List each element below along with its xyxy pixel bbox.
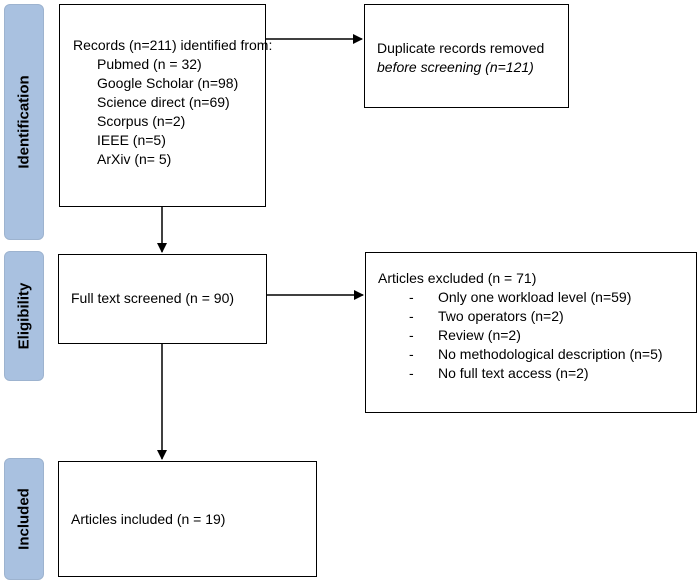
excluded-reason-text: Review (n=2) bbox=[438, 327, 521, 343]
bullet-dash: - bbox=[409, 346, 414, 362]
records-identified-box: Records (n=211) identified from: Pubmed … bbox=[59, 4, 273, 207]
bullet-dash: - bbox=[409, 289, 414, 305]
excluded-reason-text: Only one workload level (n=59) bbox=[438, 289, 632, 305]
excluded-reason-text: No methodological description (n=5) bbox=[438, 346, 663, 362]
articles-excluded-box: Articles excluded (n = 71) - Only one wo… bbox=[365, 252, 697, 413]
duplicates-line: before screening (n=121) bbox=[377, 59, 534, 75]
articles-included-box: Articles included (n = 19) bbox=[58, 461, 317, 577]
source-item: Pubmed (n = 32) bbox=[97, 56, 202, 72]
excluded-reason: - Two operators (n=2) bbox=[378, 307, 696, 326]
duplicates-line: Duplicate records removed bbox=[377, 40, 545, 56]
excluded-reason: - Only one workload level (n=59) bbox=[378, 288, 696, 307]
excluded-reason: - No full text access (n=2) bbox=[378, 364, 696, 383]
records-heading: Records (n=211) identified from: bbox=[73, 37, 273, 53]
phase-identification: Identification bbox=[4, 4, 44, 240]
source-item: Google Scholar (n=98) bbox=[97, 75, 239, 91]
source-item: IEEE (n=5) bbox=[97, 132, 166, 148]
excluded-reason: - No methodological description (n=5) bbox=[378, 345, 696, 364]
included-text: Articles included (n = 19) bbox=[71, 511, 226, 527]
excluded-heading: Articles excluded (n = 71) bbox=[378, 270, 537, 286]
bullet-dash: - bbox=[409, 308, 414, 324]
excluded-reason-text: No full text access (n=2) bbox=[438, 365, 589, 381]
source-item: Science direct (n=69) bbox=[97, 94, 230, 110]
bullet-dash: - bbox=[409, 365, 414, 381]
source-item: ArXiv (n= 5) bbox=[97, 151, 172, 167]
source-item: Scorpus (n=2) bbox=[97, 113, 186, 129]
screened-text: Full text screened (n = 90) bbox=[71, 290, 235, 306]
duplicates-removed-box: Duplicate records removed before screeni… bbox=[364, 4, 569, 108]
full-text-screened-box: Full text screened (n = 90) bbox=[58, 254, 267, 344]
phase-included: Included bbox=[4, 458, 44, 580]
bullet-dash: - bbox=[409, 327, 414, 343]
excluded-reason-text: Two operators (n=2) bbox=[438, 308, 564, 324]
excluded-reason: - Review (n=2) bbox=[378, 326, 696, 345]
phase-eligibility: Eligibility bbox=[4, 251, 44, 381]
